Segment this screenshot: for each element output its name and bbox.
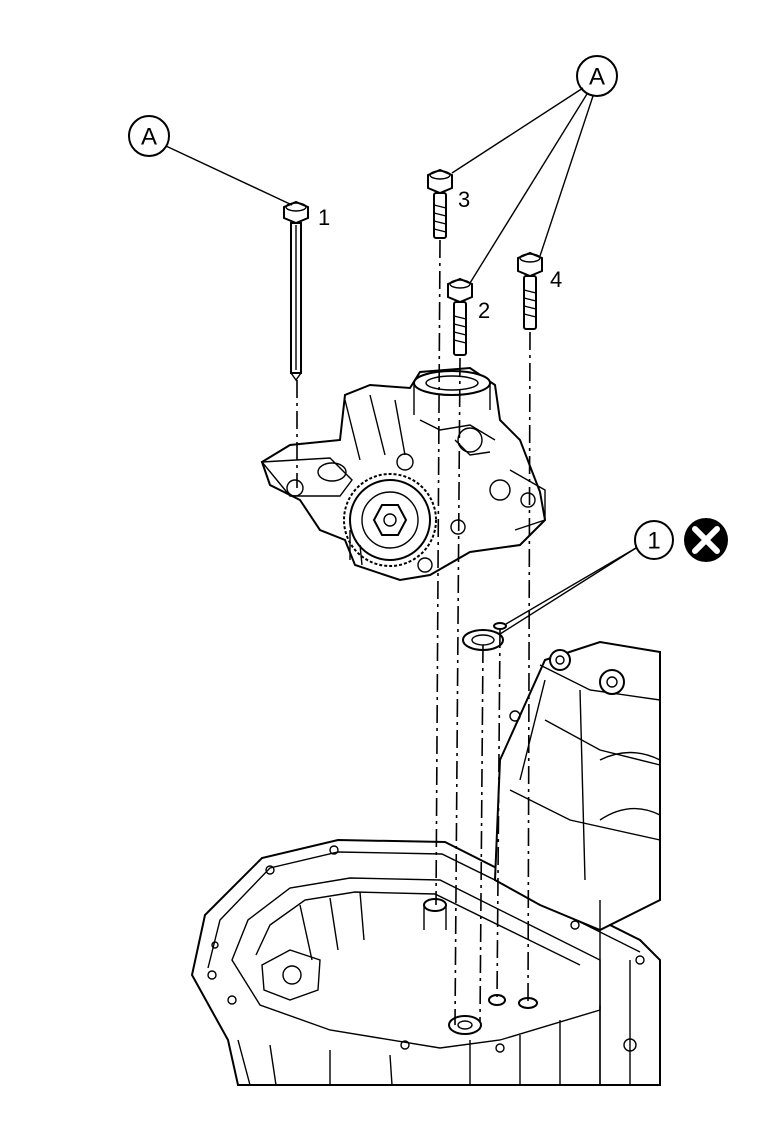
alignment-lines xyxy=(296,239,531,1026)
cylinder-block xyxy=(493,640,661,1085)
callout-seal-text: 1 xyxy=(647,528,660,555)
bolt-1-label: 1 xyxy=(318,205,330,230)
bolt-3-label: 3 xyxy=(458,187,470,212)
oil-pump-seal xyxy=(462,622,507,651)
bolt-4-label: 4 xyxy=(550,267,562,292)
callout-a-left: A xyxy=(128,115,170,157)
callout-a-left-text: A xyxy=(141,124,157,151)
leader-lines xyxy=(165,87,637,635)
bolt-2 xyxy=(447,277,473,356)
bolt-3 xyxy=(427,168,453,239)
callout-a-right-text: A xyxy=(589,64,605,91)
callout-a-right: A xyxy=(576,55,618,97)
x-circle-icon xyxy=(684,518,728,562)
bolt-4 xyxy=(517,251,543,330)
oil-pump xyxy=(260,366,547,582)
bolt-1 xyxy=(283,200,309,382)
bolt-2-label: 2 xyxy=(478,298,490,323)
callout-seal: 1 xyxy=(634,520,674,560)
